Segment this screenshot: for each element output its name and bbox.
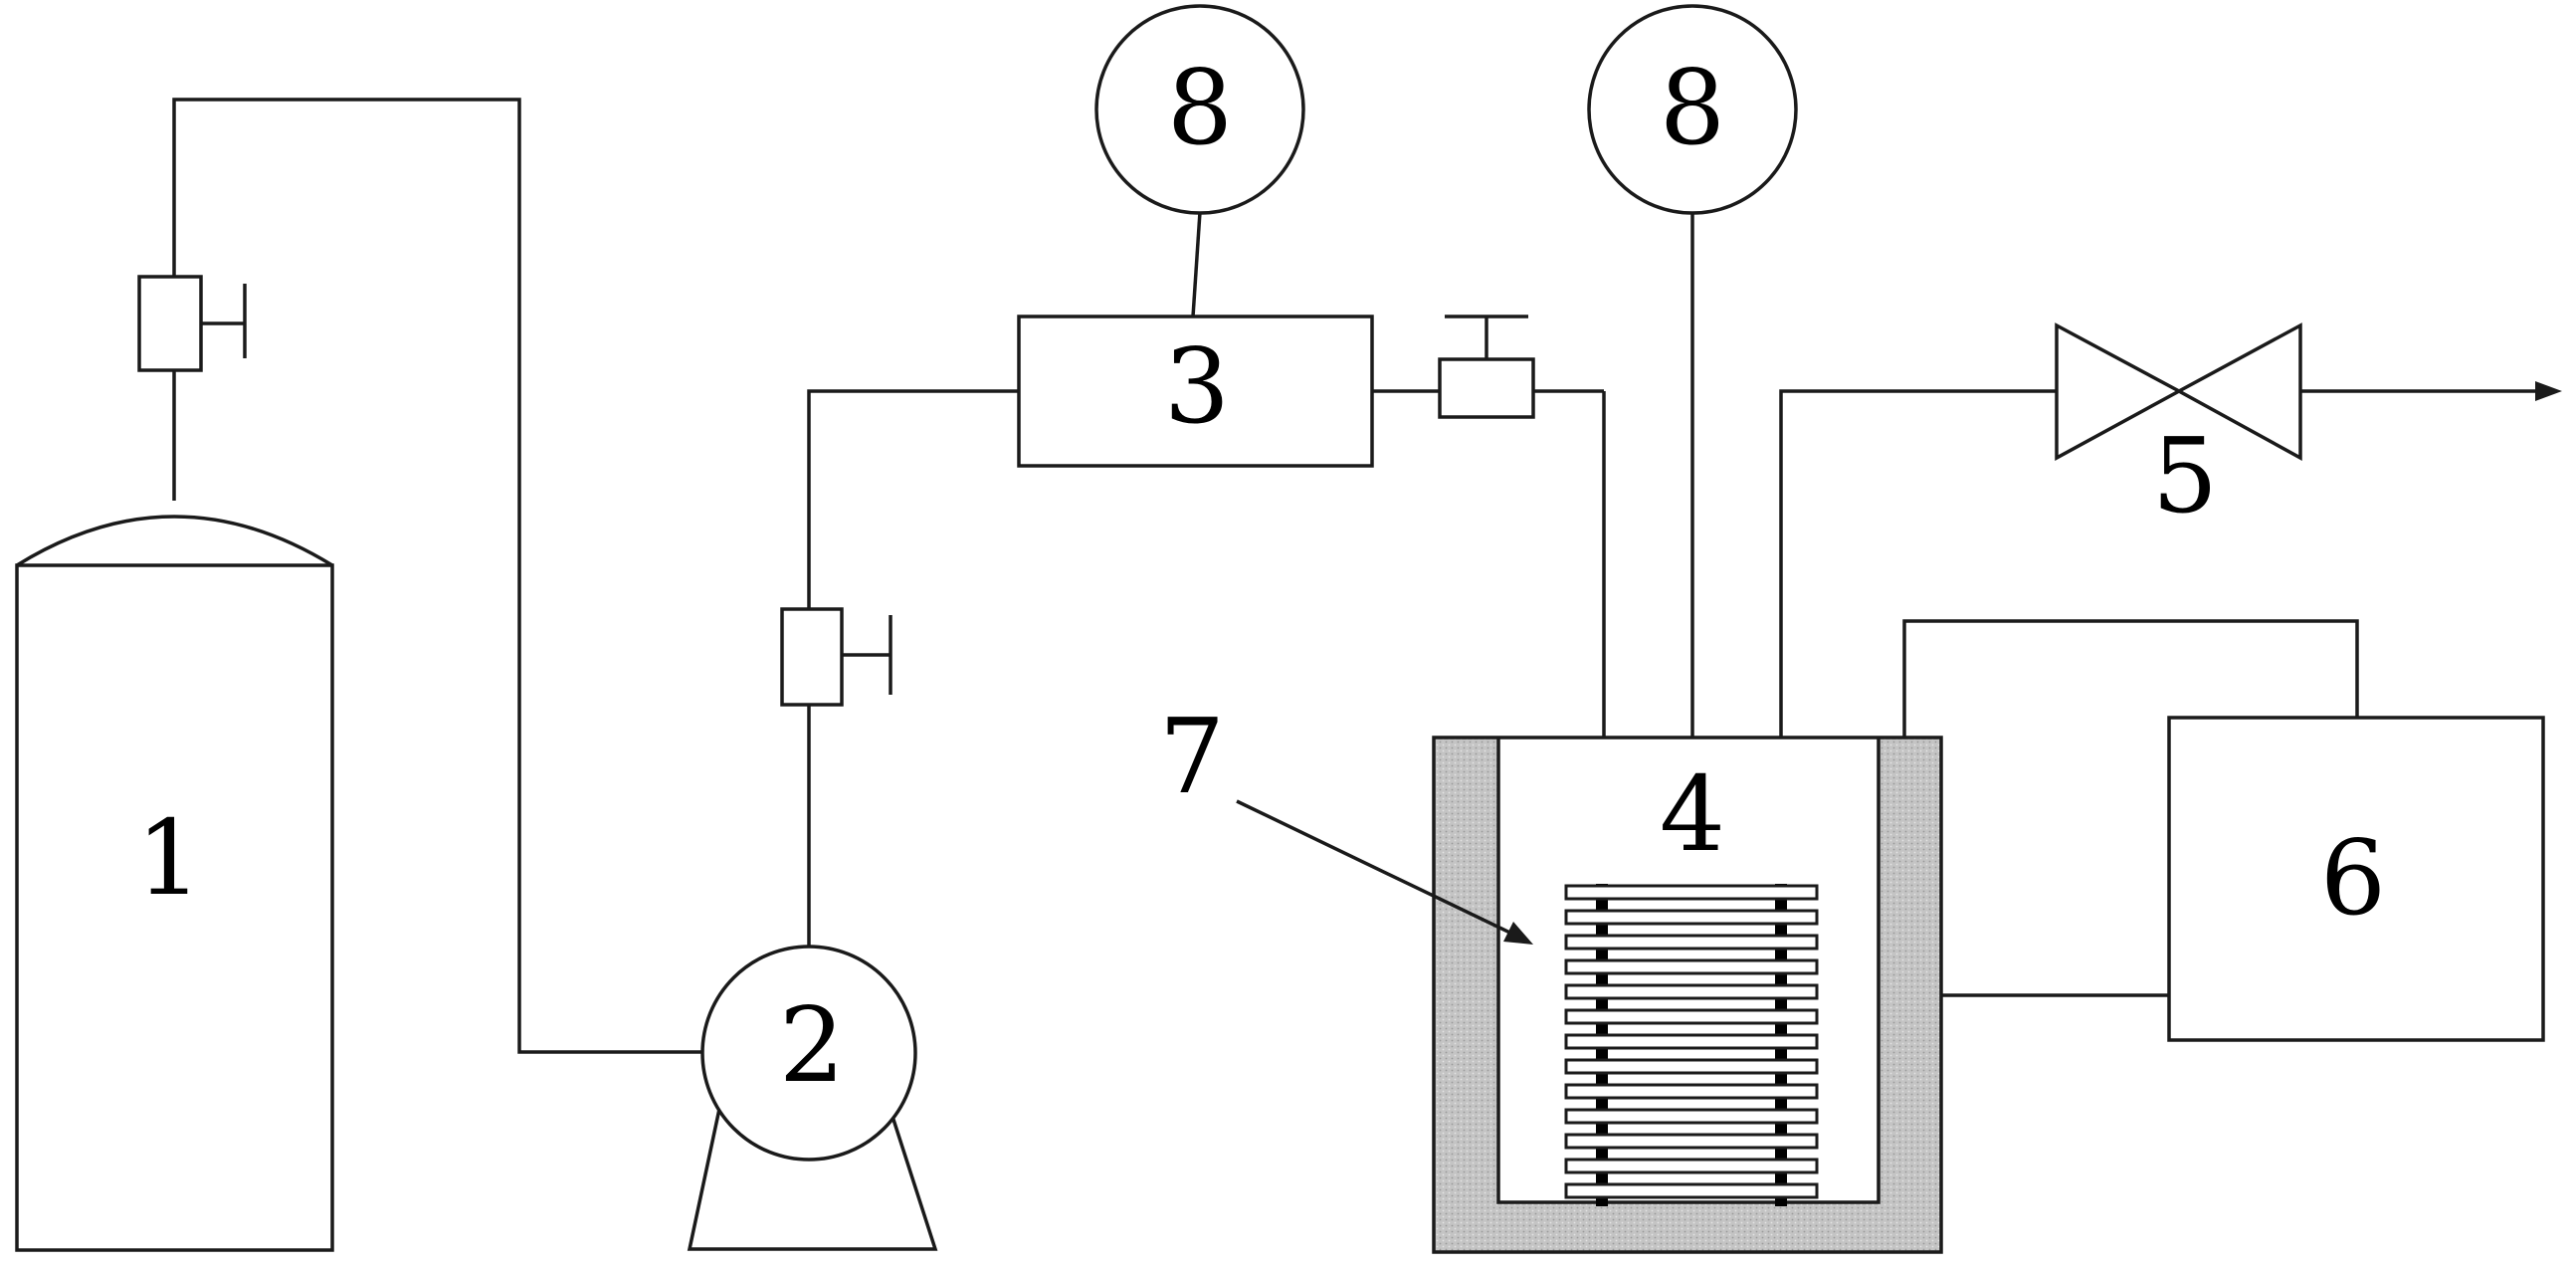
gas-cylinder: 1: [15, 370, 334, 1252]
cylinder-label: 1: [136, 797, 202, 919]
sample-stack: [1564, 884, 1819, 1206]
pointer-arrow-icon: [1503, 922, 1533, 945]
pipe-cylinder-to-pump: [172, 98, 702, 1054]
controller-label: 6: [2320, 817, 2386, 939]
pump-label: 2: [779, 984, 845, 1106]
outlet-arrow-icon: [2535, 381, 2562, 401]
needle-valve: 5: [2055, 322, 2302, 536]
sample-label: 7: [1159, 696, 1225, 817]
pump: 2: [687, 945, 938, 1251]
buffer-outlet-valve: [1438, 315, 1535, 419]
pipe-buffer-to-reactor: [1372, 389, 1606, 738]
buffer-tank: 3: [1017, 315, 1374, 468]
reactor: 4: [1432, 736, 1943, 1254]
controller: 6: [1902, 619, 2545, 1042]
pipe-pump-to-buffer: [807, 389, 1019, 947]
valve-label: 5: [2152, 415, 2218, 536]
pump-outlet-valve: [780, 607, 892, 707]
gauge-right-label: 8: [1660, 47, 1725, 168]
outlet-line: [1779, 381, 2562, 738]
pressure-gauge-left: 8: [1094, 4, 1305, 317]
gauge-left-label: 8: [1167, 47, 1233, 168]
sample-pointer: 7: [1159, 696, 1533, 945]
reactor-label: 4: [1660, 753, 1725, 875]
buffer-tank-label: 3: [1164, 325, 1230, 447]
cylinder-valve: [137, 275, 247, 372]
pressure-gauge-right: 8: [1587, 4, 1798, 738]
